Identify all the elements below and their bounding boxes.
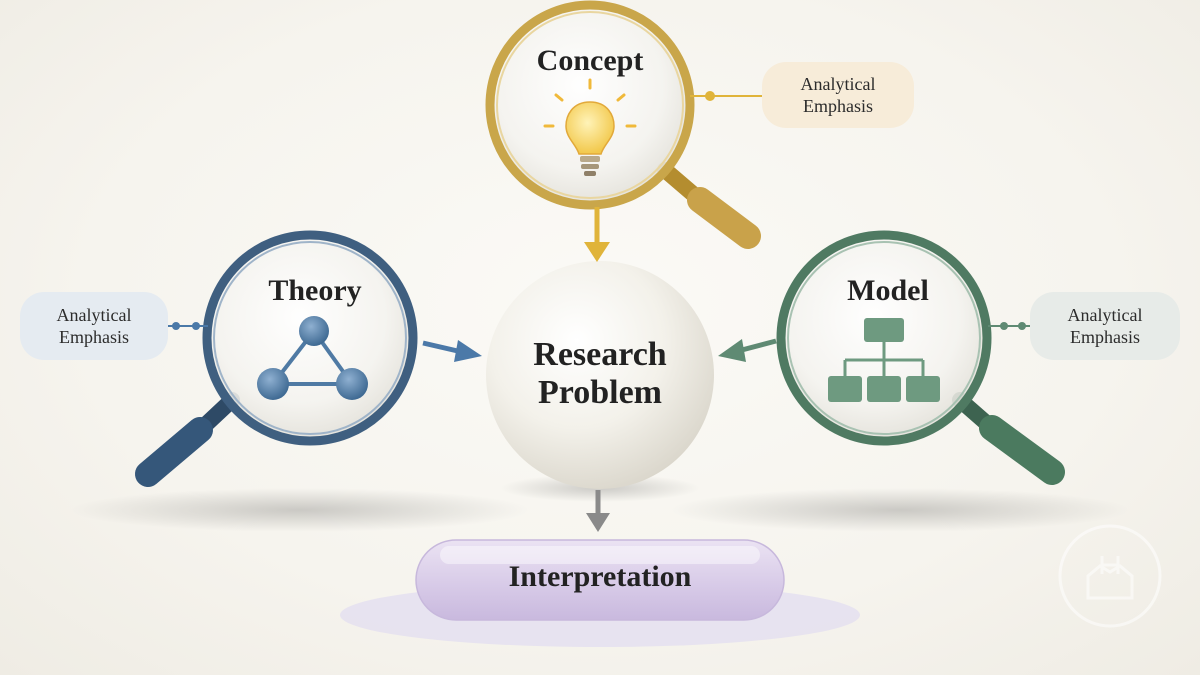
arrow-theory-to-problem <box>422 340 482 362</box>
ground-shadow-right <box>670 488 1130 532</box>
model-tag-line1: Analytical <box>1067 305 1143 325</box>
theory-magnifier <box>135 230 418 487</box>
theory-lens-inner-ring <box>213 241 407 435</box>
theory-tag-line1: Analytical <box>56 305 132 325</box>
arrow-model-to-problem <box>718 338 777 362</box>
model-handle <box>979 415 1065 485</box>
center-sphere <box>486 261 714 489</box>
interpretation-pill-highlight <box>440 546 760 564</box>
concept-lens-inner-ring <box>496 11 684 199</box>
lightbulb-icon <box>543 78 637 176</box>
concept-lens-ring <box>485 0 695 210</box>
interpretation-pill <box>415 539 785 621</box>
theory-tag-connector <box>168 322 208 330</box>
center-title-line1: Research <box>533 336 667 373</box>
concept-title: Concept <box>536 44 644 77</box>
model-tag-connector <box>988 322 1030 330</box>
theory-tag-line2: Emphasis <box>59 327 129 347</box>
logo-watermark-icon <box>1058 524 1162 628</box>
interpretation-label: Interpretation <box>508 560 692 593</box>
network-triangle-icon <box>257 316 368 400</box>
concept-handle <box>687 187 761 249</box>
model-title: Model <box>847 274 929 307</box>
ground-shadow-left <box>70 488 530 532</box>
concept-analytical-emphasis-tag: Analytical Emphasis <box>762 62 914 128</box>
concept-tag-line1: Analytical <box>800 74 876 94</box>
concept-tag-connector <box>690 91 762 101</box>
model-tag-line2: Emphasis <box>1070 327 1140 347</box>
arrow-concept-to-problem <box>584 207 610 262</box>
model-lens-inner-ring <box>787 241 981 435</box>
center-title: Research Problem <box>490 336 710 412</box>
theory-lens-ring <box>202 230 418 446</box>
theory-analytical-emphasis-tag: Analytical Emphasis <box>20 292 168 360</box>
hierarchy-chart-icon <box>828 318 940 402</box>
concept-tag-line2: Emphasis <box>803 96 873 116</box>
arrow-problem-to-interpretation <box>586 490 610 532</box>
model-lens-ring <box>776 230 992 446</box>
concept-magnifier <box>485 0 761 249</box>
model-magnifier <box>776 230 1065 485</box>
theory-title: Theory <box>268 274 362 307</box>
theory-handle <box>135 417 213 487</box>
model-analytical-emphasis-tag: Analytical Emphasis <box>1030 292 1180 360</box>
center-title-line2: Problem <box>537 374 662 411</box>
